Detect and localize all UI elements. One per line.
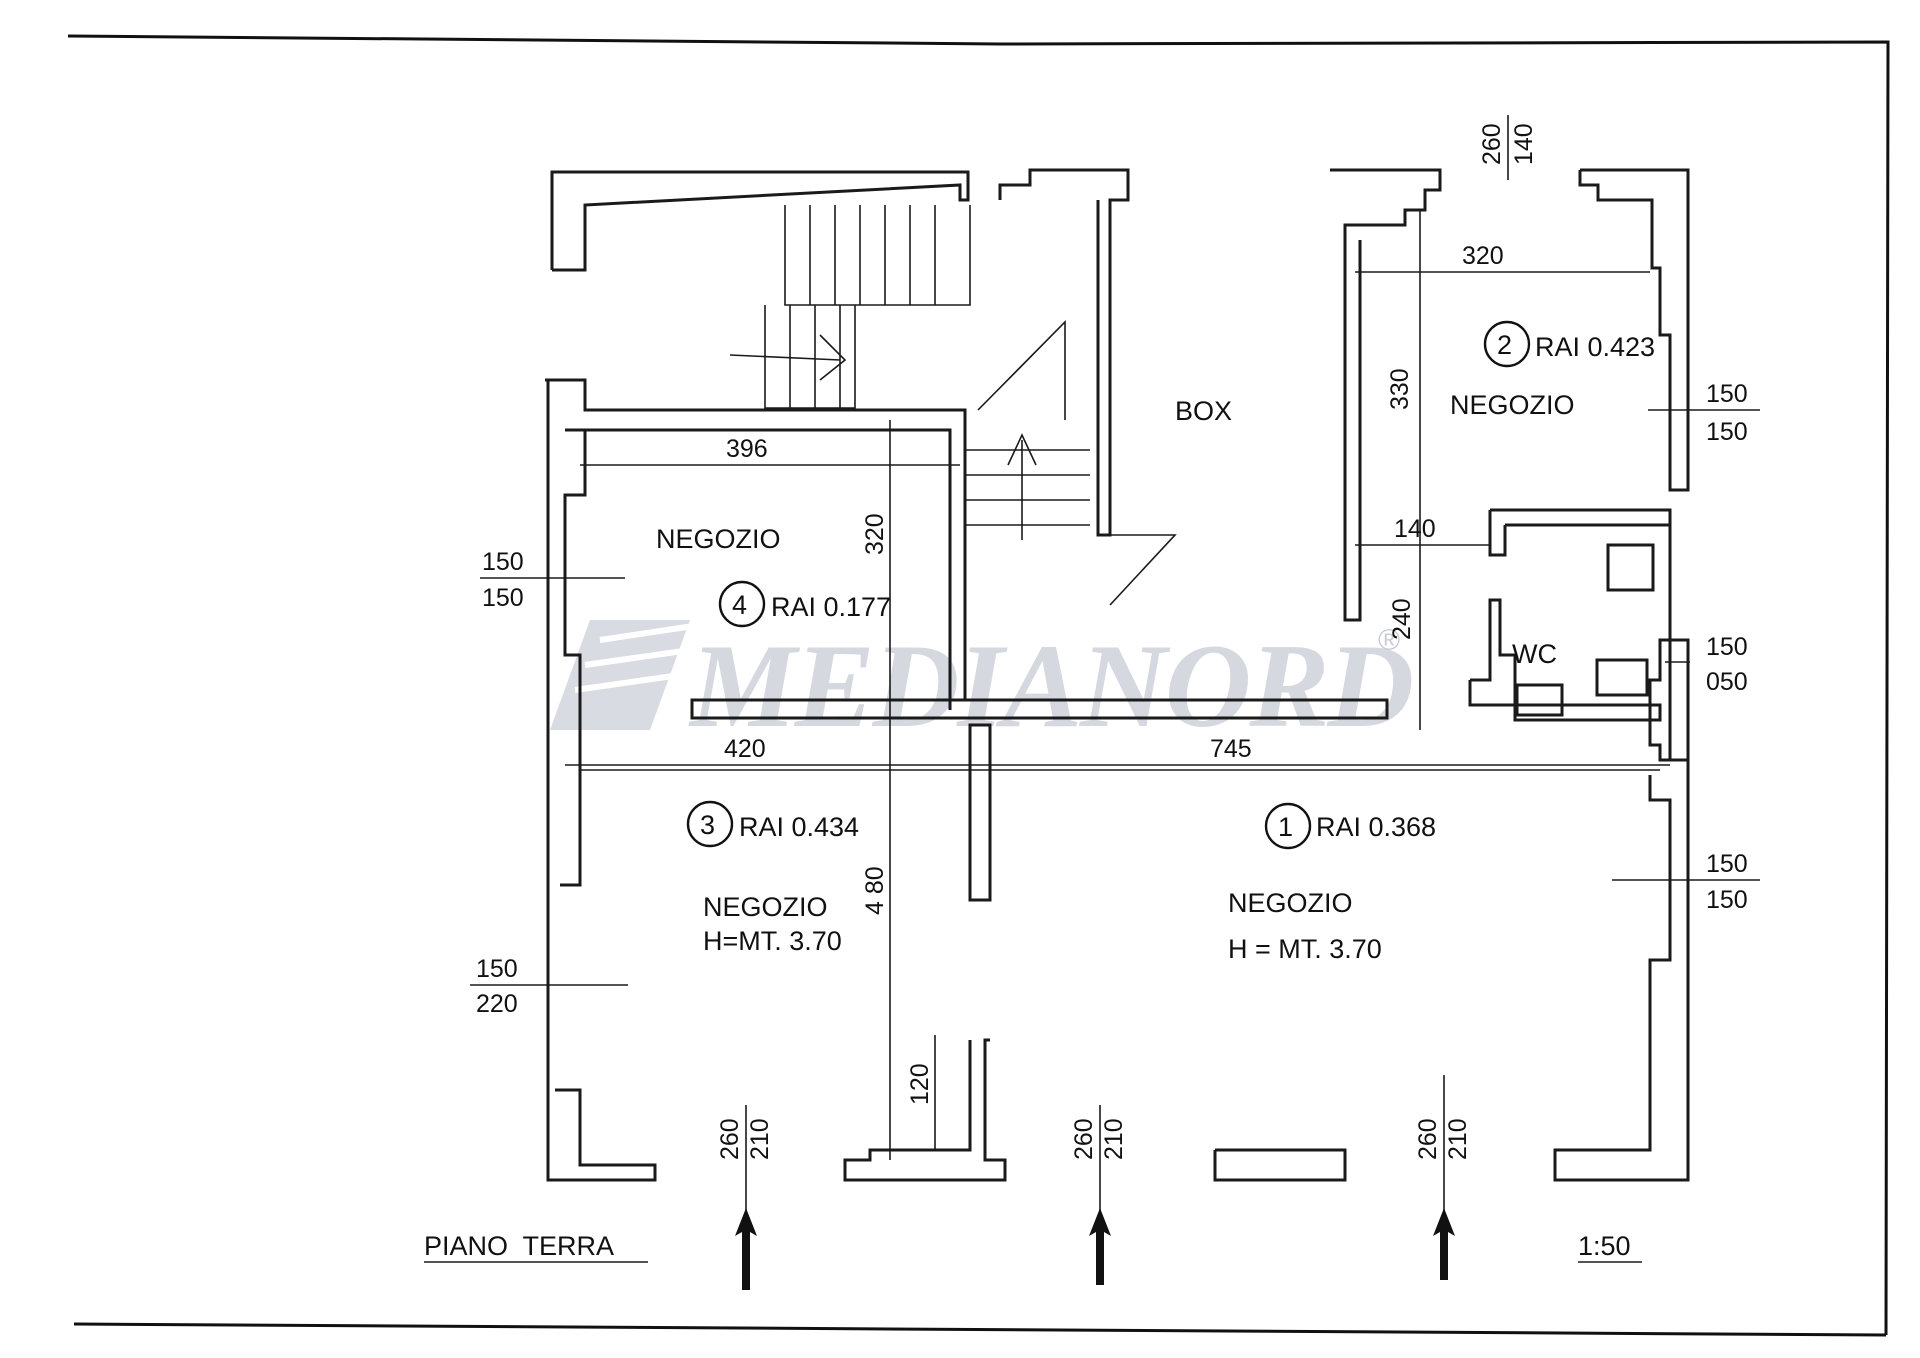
window-r2-upper: 150 [1706,380,1748,408]
room-number-circle-1 [1264,802,1312,850]
room-name-4: NEGOZIO [656,524,781,554]
room-label-box: BOX [1175,396,1232,426]
door-1-upper: 260 [716,1118,744,1160]
room-number-1: 1 [1278,812,1293,842]
window-r3-upper: 150 [476,955,518,983]
entrance-arrow-icon [1433,1208,1455,1280]
door-2: 260 210 [1070,1105,1128,1285]
window-top-lower: 140 [1510,123,1538,165]
watermark-text: MEDIANORD [688,619,1412,752]
door-1-lower: 210 [746,1118,774,1160]
room-number-4: 4 [732,590,747,620]
entrance-arrow-icon [1089,1208,1111,1285]
watermark-logo-icon [550,620,690,730]
room-name-2: NEGOZIO [1450,390,1575,420]
room-rai-2: RAI 0.423 [1535,332,1655,362]
window-r1-lower: 150 [1706,886,1748,914]
room-number-3: 3 [700,810,715,840]
dimension-lines [565,210,1670,1160]
window-wc-lower: 050 [1706,668,1748,696]
room-rai-1: RAI 0.368 [1316,812,1436,842]
window-r2-lower: 150 [1706,418,1748,446]
window-top-upper: 260 [1478,123,1506,165]
dimension-420: 420 [724,735,766,763]
page-frame [67,34,1890,1337]
plan-title: PIANO TERRA [424,1231,614,1261]
room-height-3: H=MT. 3.70 [703,926,842,956]
entrance-arrow-icon [735,1208,757,1290]
door-2-upper: 260 [1070,1118,1098,1160]
room-height-1: H = MT. 3.70 [1228,934,1382,964]
room-number-circle-2 [1483,320,1531,368]
window-r4-lower: 150 [482,584,524,612]
door-2-lower: 210 [1100,1118,1128,1160]
dimension-240: 240 [1388,598,1416,640]
room-number-2: 2 [1497,330,1512,360]
watermark-registered-mark: ® [1378,624,1400,657]
dimension-745: 745 [1210,735,1252,763]
room-name-wc: WC [1512,639,1557,669]
dimension-480: 4 80 [861,866,889,915]
opening-marks [470,115,1760,986]
dimension-140: 140 [1394,515,1436,543]
room-rai-3: RAI 0.434 [739,812,859,842]
dimension-330: 330 [1386,368,1414,410]
dimension-120: 120 [906,1063,934,1105]
dimension-396: 396 [726,435,768,463]
room-name-3: NEGOZIO [703,892,828,922]
window-wc-upper: 150 [1706,633,1748,661]
dimension-320-horizontal: 320 [1462,242,1504,270]
door-1: 260 210 [716,1105,774,1290]
room-number-circle-4 [718,580,766,628]
watermark: MEDIANORD ® [550,619,1414,752]
door-3-lower: 210 [1444,1118,1472,1160]
room-number-circle-3 [686,800,734,848]
dimension-320-vertical: 320 [861,513,889,555]
door-3: 260 210 [1414,1075,1472,1280]
room-name-1: NEGOZIO [1228,888,1353,918]
window-r1-upper: 150 [1706,850,1748,878]
plan-scale: 1:50 [1578,1231,1631,1261]
window-r3-lower: 220 [476,990,518,1018]
room-rai-4: RAI 0.177 [771,592,891,622]
window-r4-upper: 150 [482,548,524,576]
door-3-upper: 260 [1414,1118,1442,1160]
